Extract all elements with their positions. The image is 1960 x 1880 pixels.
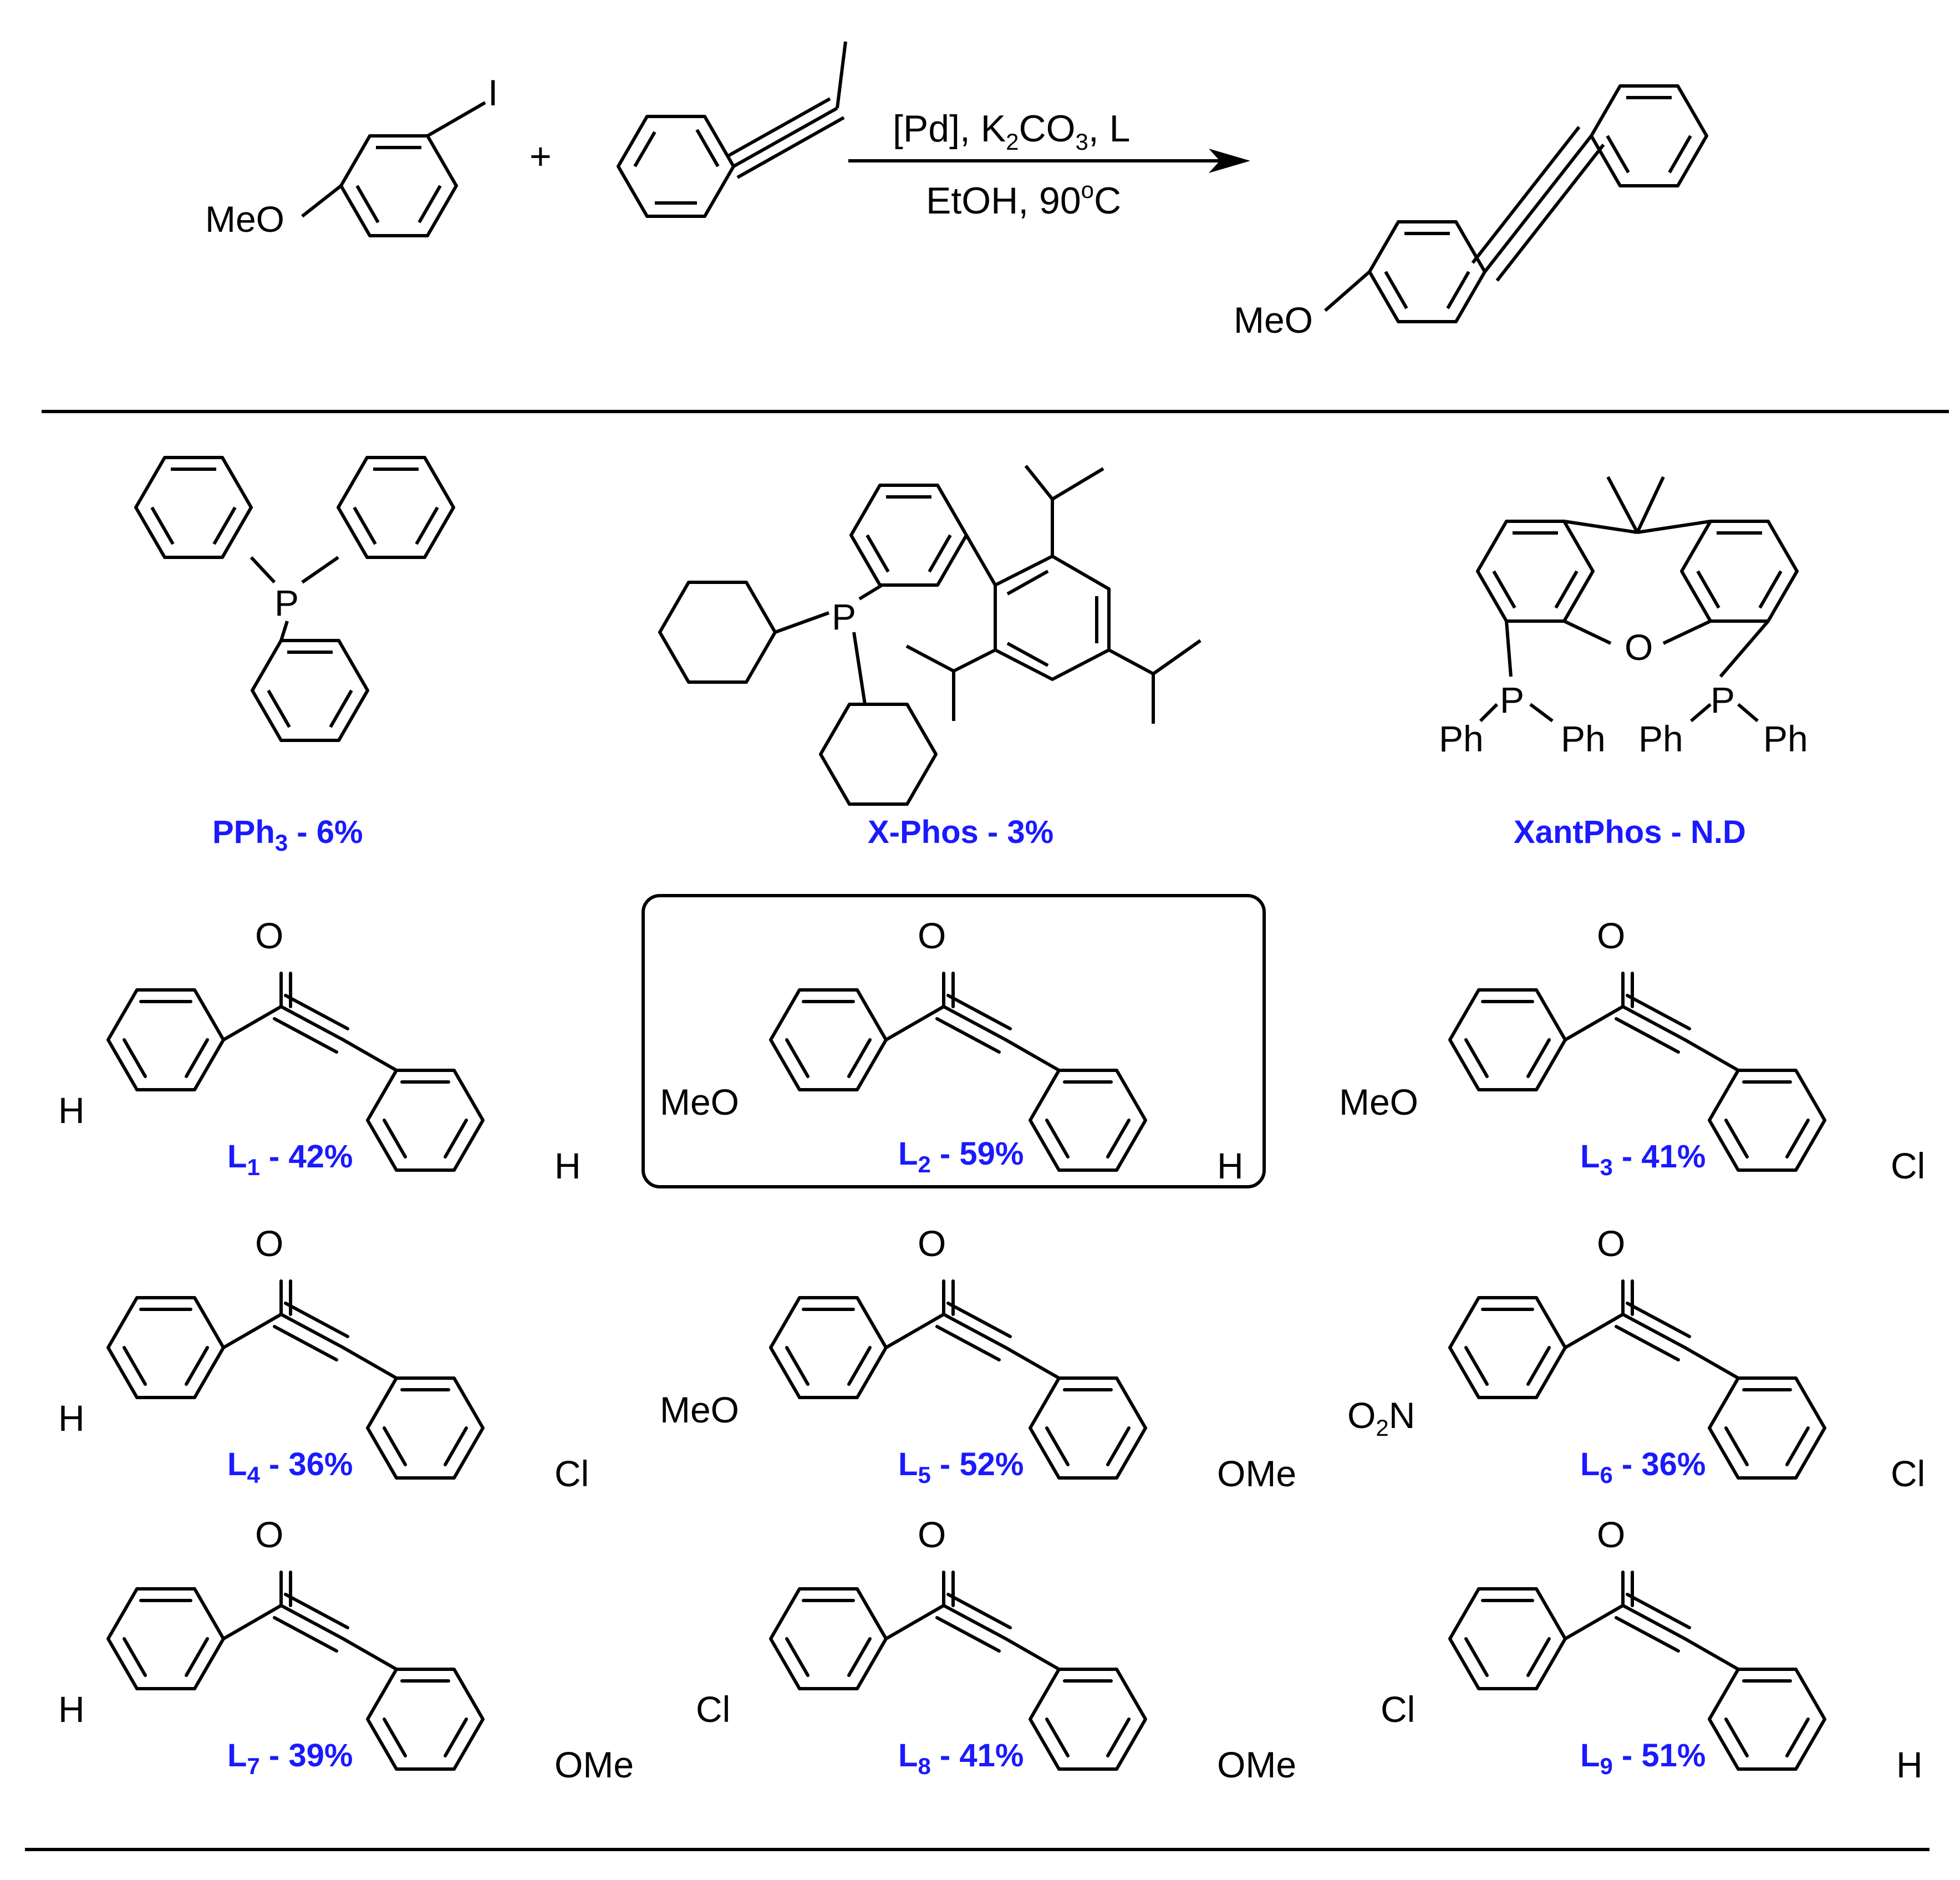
l5-left-substituent: MeO	[660, 1389, 739, 1430]
l6-left-substituent: O2N	[1347, 1395, 1415, 1441]
label-l7: L7 - 39%	[227, 1737, 353, 1779]
xantphos-oxygen: O	[1625, 627, 1653, 668]
l7-right-substituent: OMe	[554, 1744, 634, 1785]
l1-left-substituent: H	[58, 1090, 85, 1131]
label-l8: L8 - 41%	[898, 1737, 1024, 1779]
l8-carbonyl-oxygen: O	[918, 1514, 946, 1555]
ynone-l1: H H O L1 - 42%	[58, 915, 581, 1186]
structure-xphos	[658, 465, 1202, 806]
label-xantphos: XantPhos - N.D	[1514, 814, 1746, 850]
l3-right-substituent: Cl	[1891, 1145, 1925, 1186]
l2-carbonyl-oxygen: O	[918, 915, 946, 956]
l2-right-substituent: H	[1217, 1145, 1244, 1186]
structure-xantphos	[1476, 476, 1799, 723]
label-l5: L5 - 52%	[898, 1446, 1024, 1488]
l9-left-substituent: Cl	[1381, 1689, 1415, 1730]
l7-carbonyl-oxygen: O	[255, 1514, 283, 1555]
l5-right-substituent: OMe	[1217, 1453, 1296, 1494]
l5-carbonyl-oxygen: O	[918, 1223, 946, 1264]
ynone-l8: Cl OMe O L8 - 41%	[696, 1514, 1296, 1785]
label-l6: L6 - 36%	[1580, 1446, 1706, 1488]
product-diarylalkyne	[1324, 84, 1708, 323]
xphos-phosphorus: P	[832, 596, 856, 637]
l3-carbonyl-oxygen: O	[1597, 915, 1625, 956]
conditions-solvent-temp: EtOH, 90oC	[926, 177, 1121, 222]
label-xphos: X-Phos - 3%	[868, 814, 1053, 850]
label-l2: L2 - 59%	[898, 1136, 1024, 1177]
plus-sign: +	[530, 135, 552, 177]
l1-carbonyl-oxygen: O	[255, 915, 283, 956]
l9-right-substituent: H	[1896, 1744, 1923, 1785]
l4-right-substituent: Cl	[554, 1453, 589, 1494]
pph3-phosphorus: P	[274, 582, 299, 623]
reaction-arrow	[848, 149, 1250, 173]
l9-carbonyl-oxygen: O	[1597, 1514, 1625, 1555]
reagent-iodoanisole	[301, 101, 486, 237]
ynone-l2: MeO H O L2 - 59%	[660, 915, 1244, 1186]
ynone-l6: O2N Cl O L6 - 36%	[1347, 1223, 1925, 1494]
l2-left-substituent: MeO	[660, 1081, 739, 1122]
structure-pph3	[134, 456, 455, 742]
ynone-l9: Cl H O L9 - 51%	[1381, 1514, 1923, 1785]
label-l9: L9 - 51%	[1580, 1737, 1706, 1779]
label-l1: L1 - 42%	[227, 1139, 353, 1180]
l3-left-substituent: MeO	[1339, 1081, 1418, 1122]
xantphos-phosphorus-2: P	[1710, 679, 1735, 720]
xantphos-ph-1: Ph	[1439, 718, 1484, 759]
reaction-row: I MeO + [Pd], K2CO3, L EtOH, 90oC	[205, 41, 1708, 341]
reagent-methoxy: MeO	[205, 199, 284, 240]
xantphos-phosphorus-1: P	[1500, 679, 1524, 720]
l7-left-substituent: H	[58, 1689, 85, 1730]
highlight-box-l2	[642, 894, 1266, 1188]
ynone-l3: MeO Cl O L3 - 41%	[1339, 915, 1925, 1186]
ynone-l4: H Cl O L4 - 36%	[58, 1223, 589, 1494]
l6-carbonyl-oxygen: O	[1597, 1223, 1625, 1264]
label-pph3: PPh3 - 6%	[212, 814, 363, 856]
ynone-l5: MeO OMe O L5 - 52%	[660, 1223, 1296, 1494]
xantphos-ph-3: Ph	[1638, 718, 1683, 759]
l4-left-substituent: H	[58, 1398, 85, 1439]
l1-right-substituent: H	[554, 1145, 581, 1186]
label-l4: L4 - 36%	[227, 1446, 353, 1488]
label-l3: L3 - 41%	[1580, 1139, 1706, 1180]
l4-carbonyl-oxygen: O	[255, 1223, 283, 1264]
l8-left-substituent: Cl	[696, 1689, 730, 1730]
l6-right-substituent: Cl	[1891, 1453, 1925, 1494]
iodine-atom: I	[488, 72, 498, 113]
ynone-l7: H OMe O L7 - 39%	[58, 1514, 634, 1785]
product-methoxy: MeO	[1234, 299, 1313, 341]
reagent-phenylacetylene	[617, 41, 847, 218]
conditions-reagents: [Pd], K2CO3, L	[893, 108, 1130, 155]
xantphos-ph-2: Ph	[1561, 718, 1606, 759]
l8-right-substituent: OMe	[1217, 1744, 1296, 1785]
xantphos-ph-4: Ph	[1763, 718, 1808, 759]
